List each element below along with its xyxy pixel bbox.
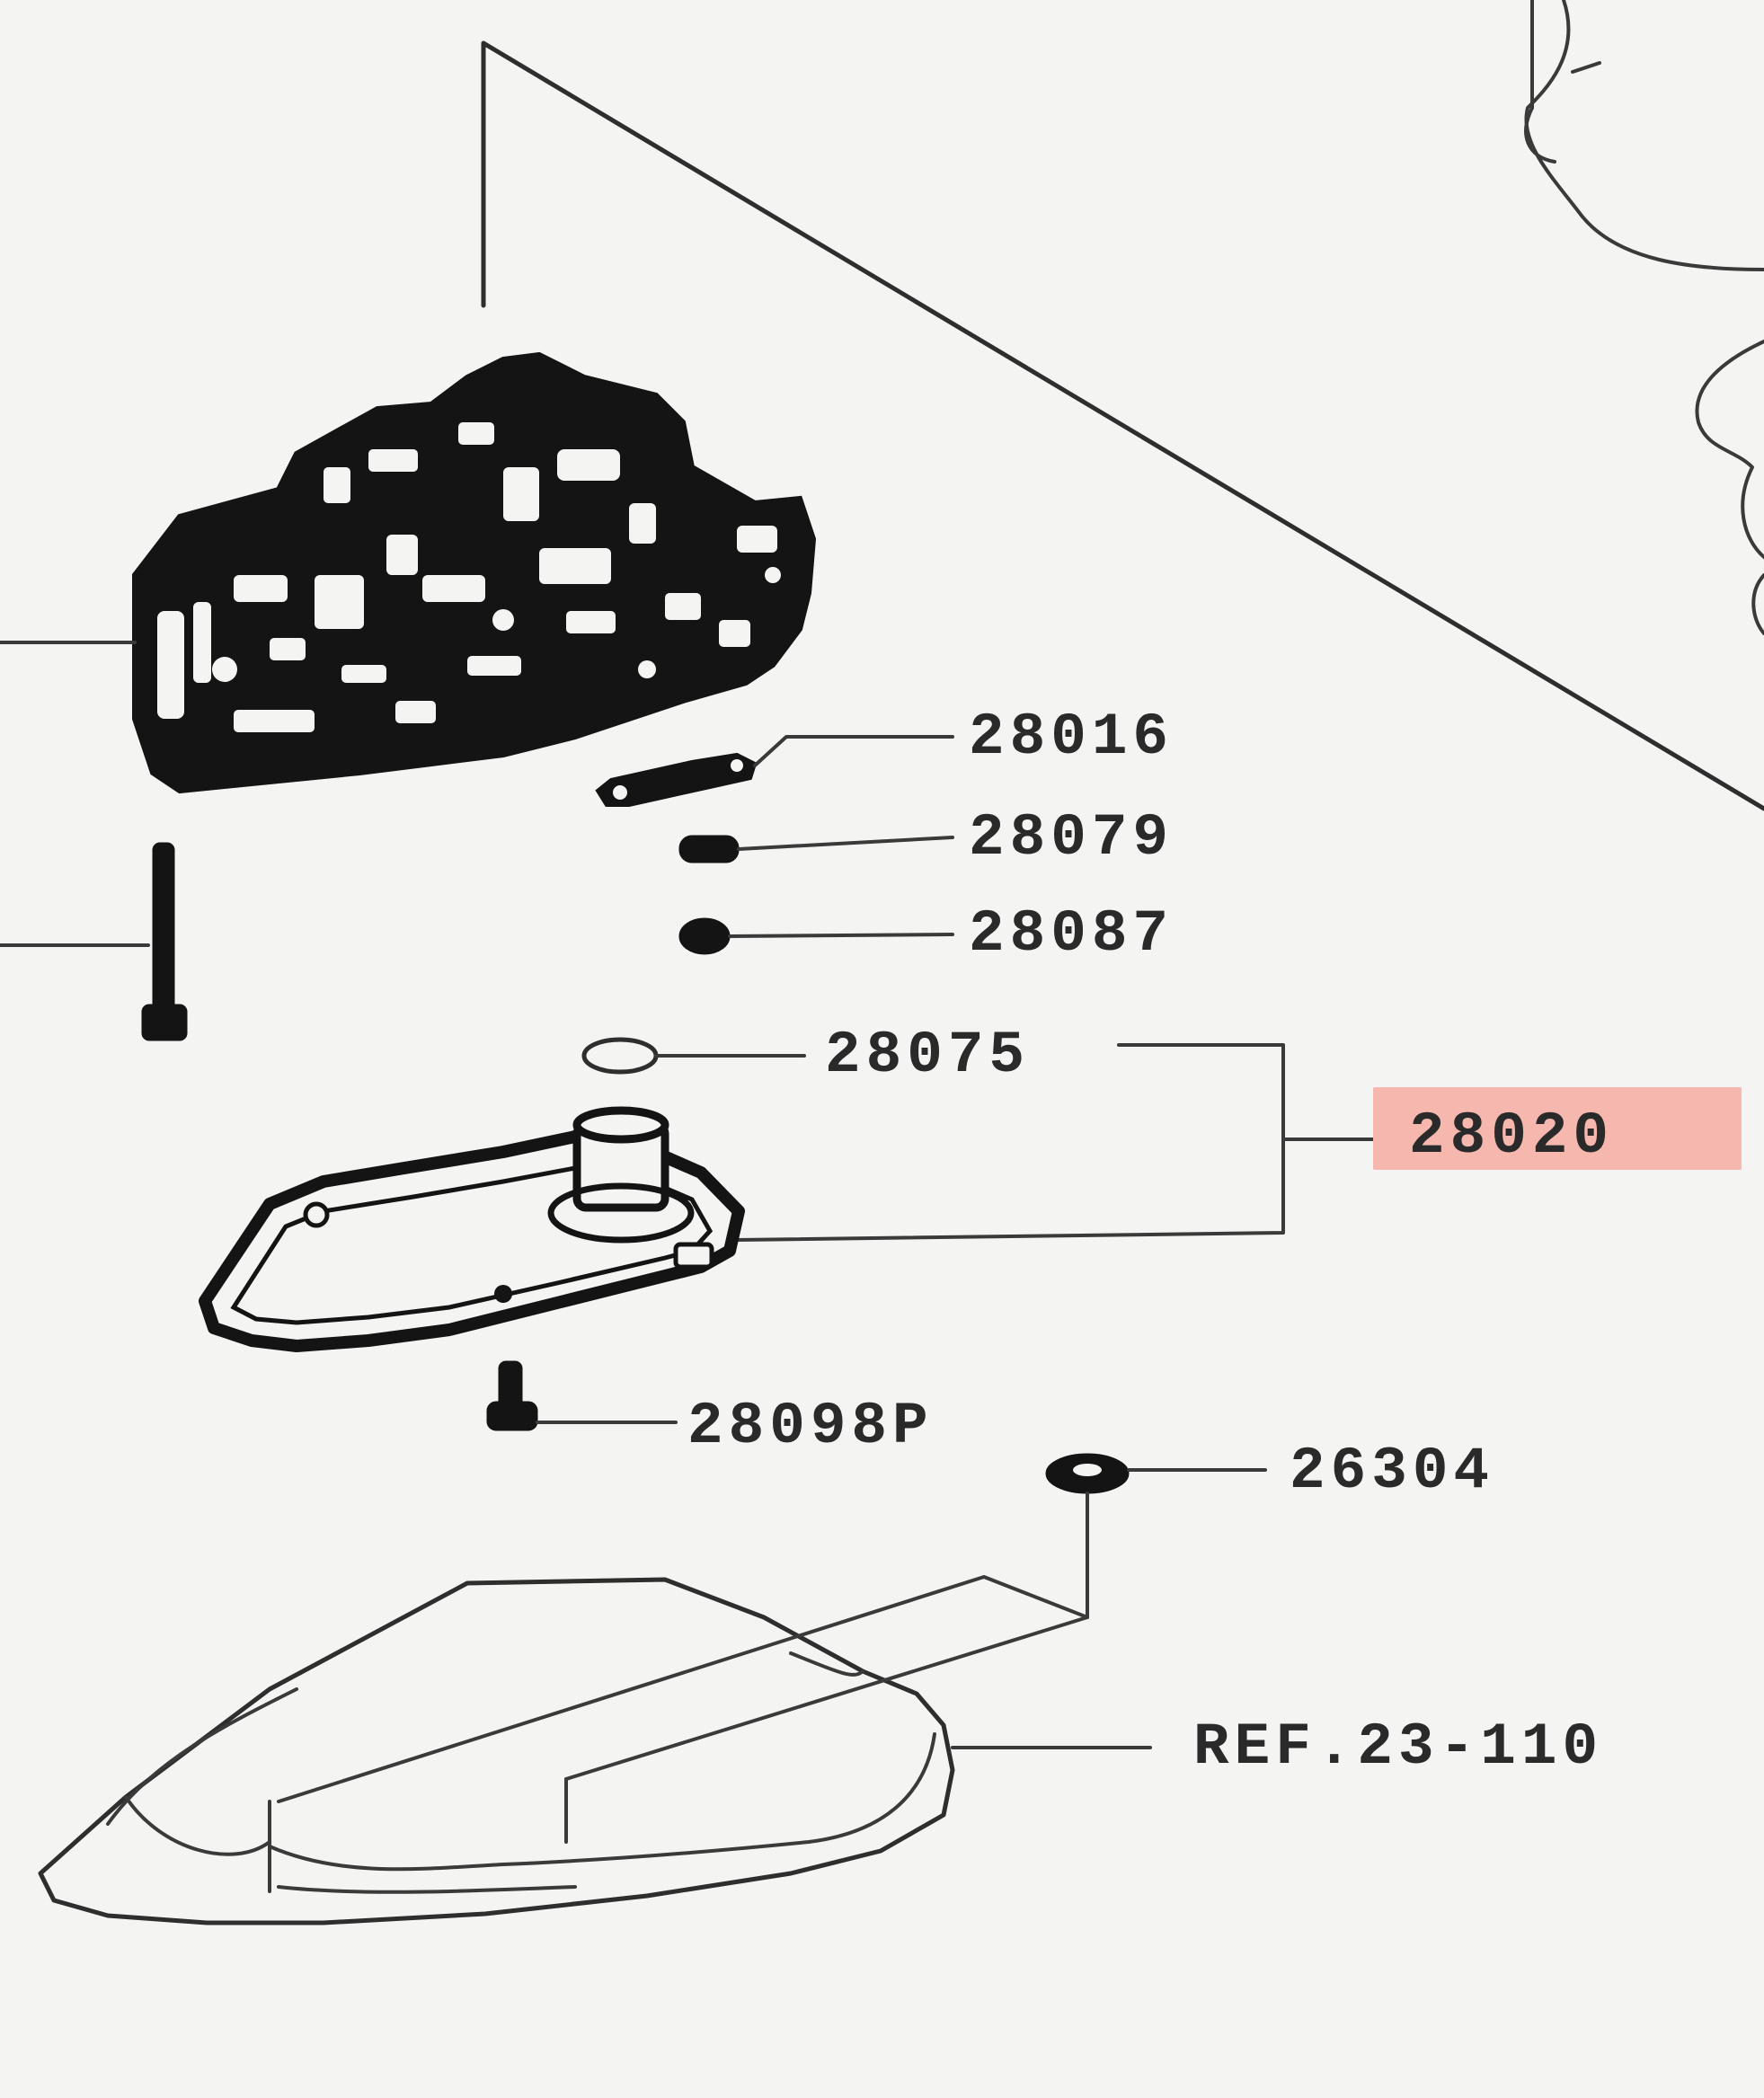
callout-26304[interactable]: 26304 [1290,1438,1495,1505]
part-highlight [1373,1087,1742,1170]
callout-28075[interactable]: 28075 [825,1022,1031,1089]
valve-body-assembly [132,351,817,794]
long-bolt [141,842,188,1041]
part-28016-plate [595,735,954,807]
part-28087-ball [678,917,954,955]
callout-28087[interactable]: 28087 [969,900,1175,968]
part-26304-washer [1045,1453,1267,1619]
callout-28079[interactable]: 28079 [969,804,1175,872]
callout-28016[interactable]: 28016 [969,704,1175,771]
left-leader-lines [0,641,150,947]
part-28098p-screw [486,1360,678,1431]
callout-28020[interactable]: 28020 [1409,1102,1615,1170]
part-28075-o-ring [581,1037,1377,1242]
callout-ref-23-110[interactable]: REF.23-110 [1193,1713,1604,1781]
part-28079-plug [678,835,954,863]
adjacent-component-outline [1524,0,1764,635]
assembly-outline [481,40,1764,811]
part-28020-strainer [199,1106,745,1352]
callout-28098p[interactable]: 28098P [687,1393,934,1460]
oil-pan-outline [38,1575,1152,1925]
